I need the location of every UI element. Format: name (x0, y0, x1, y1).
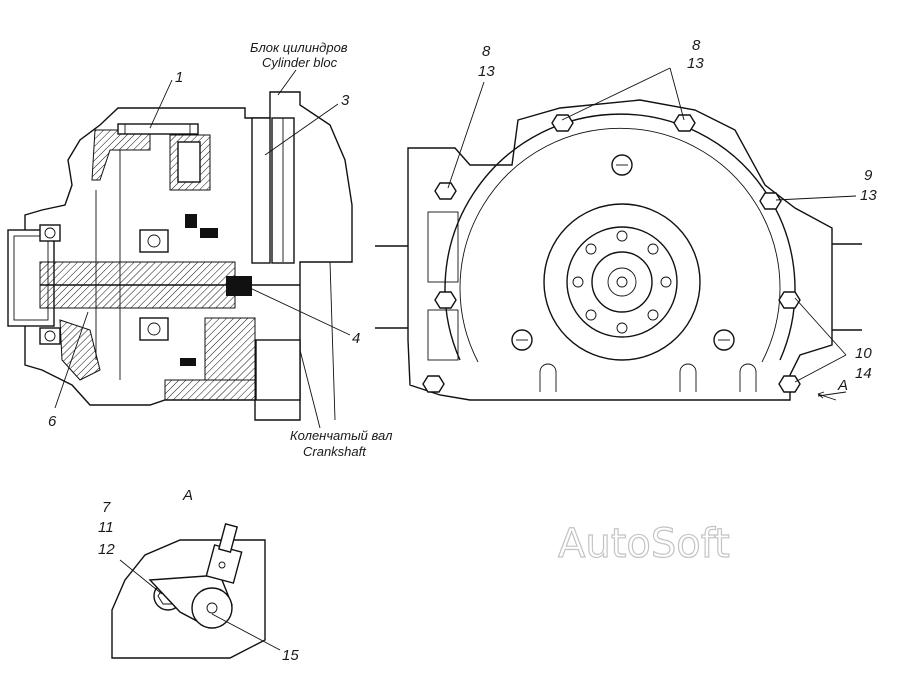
callout-8-top: 8 (692, 37, 701, 54)
callout-4: 4 (352, 330, 360, 347)
callout-3: 3 (341, 92, 350, 109)
key-insert (226, 276, 252, 296)
callout-14: 14 (855, 365, 872, 382)
callout-7: 7 (102, 499, 111, 516)
perimeter-bolts (422, 114, 801, 393)
callout-13-top: 13 (687, 55, 704, 72)
leader-lines (54, 67, 857, 651)
view-a-arrow-label: A (837, 377, 848, 394)
callout-12: 12 (98, 541, 115, 558)
crankshaft-label-en: Crankshaft (303, 444, 367, 459)
callout-8-left: 8 (482, 43, 491, 60)
front-view (375, 99, 862, 401)
callout-13-right: 13 (860, 187, 877, 204)
cover-screws (511, 154, 735, 351)
cylinder-block-label-ru: Блок цилиндров (250, 40, 348, 55)
callout-13-left: 13 (478, 63, 495, 80)
section-view (7, 91, 353, 421)
locking-plate (191, 587, 233, 629)
detail-a-view (111, 523, 266, 659)
callout-10: 10 (855, 345, 872, 362)
hub-ring (543, 203, 701, 361)
cylinder-block-label-en: Cylinder bloc (262, 55, 338, 70)
detail-a-outline (111, 539, 266, 659)
watermark: AutoSoft (558, 521, 730, 567)
crankshaft-label-ru: Коленчатый вал (290, 428, 393, 443)
callout-6: 6 (48, 413, 57, 430)
callout-9: 9 (864, 167, 873, 184)
detail-a-title: A (182, 487, 193, 504)
callout-11: 11 (98, 519, 114, 536)
view-a-arrow (817, 391, 837, 401)
callout-15: 15 (282, 647, 299, 664)
callout-1: 1 (175, 69, 183, 86)
cover-arc (444, 113, 796, 361)
